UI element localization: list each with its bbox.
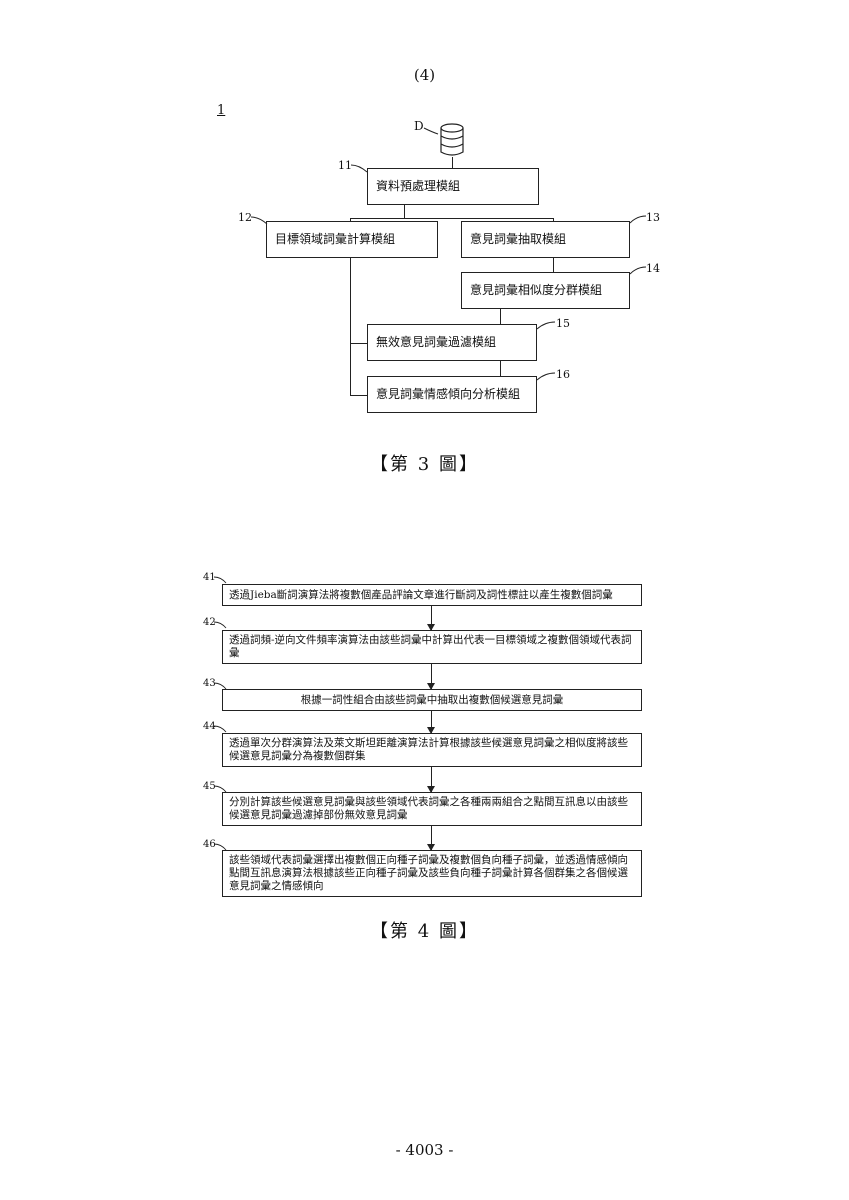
module-11-preprocessing: 資料預處理模組 (367, 168, 539, 205)
module-number-14: 14 (646, 262, 660, 275)
connector-12-vertical (350, 257, 351, 396)
page-header: (4) (0, 66, 849, 84)
module-12-domain-term-calc: 目標領域詞彙計算模組 (266, 221, 438, 258)
arrow-45-to-46 (431, 826, 432, 850)
step-43-text: 根據一詞性組合由該些詞彙中抽取出複數個候選意見詞彙 (301, 694, 564, 707)
connector-11-down (404, 205, 405, 218)
arrow-44-to-45 (431, 767, 432, 792)
leader-16 (535, 370, 557, 382)
figure-4-caption: 【第 4 圖】 (0, 917, 849, 943)
step-46-box: 該些領域代表詞彙選擇出複數個正向種子詞彙及複數個負向種子詞彙，並透過情感傾向點間… (222, 850, 642, 897)
arrow-41-to-42 (431, 606, 432, 630)
module-16-sentiment-analysis: 意見詞彙情感傾向分析模組 (367, 376, 537, 413)
connector-branch-horizontal (350, 218, 554, 219)
connector-15-to-16 (500, 361, 501, 376)
connector-12-to-16 (350, 395, 367, 396)
leader-42 (214, 620, 228, 630)
step-44-box: 透過單次分群演算法及萊文斯坦距離演算法計算根據該些候選意見詞彙之相似度將該些候選… (222, 733, 642, 767)
step-41-text: 透過Jieba斷詞演算法將複數個產品評論文章進行斷詞及詞性標註以產生複數個詞彙 (229, 589, 613, 602)
step-45-text: 分別計算該些候選意見詞彙與該些領域代表詞彙之各種兩兩組合之點間互訊息以由該些候選… (229, 796, 635, 822)
step-46-text: 該些領域代表詞彙選擇出複數個正向種子詞彙及複數個負向種子詞彙，並透過情感傾向點間… (229, 854, 635, 893)
connector-14-to-15 (500, 309, 501, 324)
connector-13-to-14 (553, 257, 554, 272)
step-43-box: 根據一詞性組合由該些詞彙中抽取出複數個候選意見詞彙 (222, 689, 642, 711)
step-44-text: 透過單次分群演算法及萊文斯坦距離演算法計算根據該些候選意見詞彙之相似度將該些候選… (229, 737, 635, 763)
step-42-box: 透過詞頻-逆向文件頻率演算法由該些詞彙中計算出代表一目標領域之複數個領域代表詞彙 (222, 630, 642, 664)
module-number-16: 16 (556, 368, 570, 381)
arrow-43-to-44 (431, 711, 432, 733)
step-41-box: 透過Jieba斷詞演算法將複數個產品評論文章進行斷詞及詞性標註以產生複數個詞彙 (222, 584, 642, 606)
leader-13 (628, 213, 648, 225)
leader-14 (628, 264, 648, 276)
leader-12 (250, 214, 270, 226)
module-number-15: 15 (556, 317, 570, 330)
step-42-text: 透過詞頻-逆向文件頻率演算法由該些詞彙中計算出代表一目標領域之複數個領域代表詞彙 (229, 634, 635, 660)
module-15-invalid-filter: 無效意見詞彙過濾模組 (367, 324, 537, 361)
leader-15 (535, 319, 557, 331)
system-reference-number: 1 (217, 103, 225, 118)
module-13-opinion-extraction: 意見詞彙抽取模組 (461, 221, 630, 258)
module-number-13: 13 (646, 211, 660, 224)
module-14-similarity-clustering: 意見詞彙相似度分群模組 (461, 272, 630, 309)
leader-11 (350, 162, 370, 174)
arrow-42-to-43 (431, 664, 432, 689)
page-footer: - 4003 - (0, 1141, 849, 1159)
database-icon (422, 122, 470, 160)
figure-3-caption: 【第 3 圖】 (0, 450, 849, 476)
connector-12-to-15 (350, 343, 367, 344)
step-45-box: 分別計算該些候選意見詞彙與該些領域代表詞彙之各種兩兩組合之點間互訊息以由該些候選… (222, 792, 642, 826)
